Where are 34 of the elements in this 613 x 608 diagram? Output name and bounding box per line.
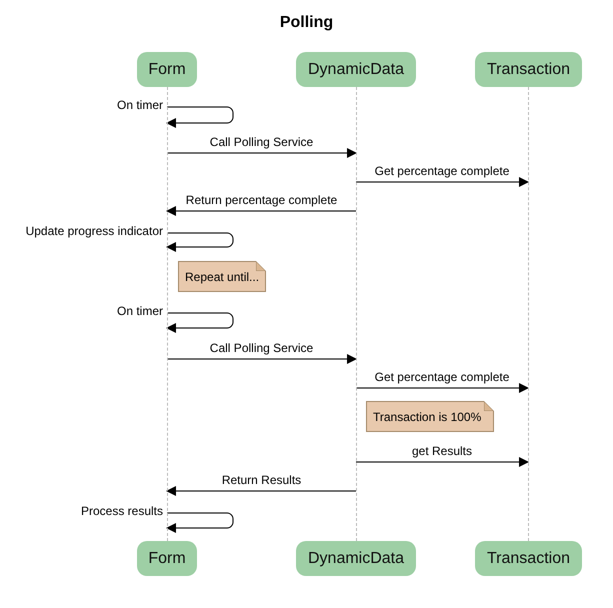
self-message-arrow <box>166 512 234 533</box>
lifeline <box>166 87 168 541</box>
lifeline <box>528 87 530 541</box>
message-arrow <box>166 148 357 158</box>
message-arrow <box>356 457 529 467</box>
participant-box: Transaction <box>475 52 582 87</box>
message-arrow <box>356 383 529 393</box>
message-arrow <box>166 206 356 216</box>
message-label: Update progress indicator <box>26 224 163 239</box>
message-label: Return percentage complete <box>186 193 338 208</box>
message-label: get Results <box>412 444 472 459</box>
self-message-arrow <box>166 232 234 252</box>
message-label: Process results <box>80 504 163 519</box>
participant-box: Transaction <box>475 541 582 576</box>
message-label: On timer <box>116 304 163 319</box>
message-label: Call Polling Service <box>210 341 314 356</box>
message-label: Get percentage complete <box>374 370 510 385</box>
message-arrow <box>166 354 357 364</box>
participant-box: DynamicData <box>296 52 416 87</box>
note-box: Transaction is 100% <box>366 401 494 432</box>
message-label: Call Polling Service <box>210 135 314 150</box>
participant-box: DynamicData <box>296 541 416 576</box>
participant-box: Form <box>137 52 197 87</box>
message-label: Return Results <box>222 473 302 488</box>
diagram-title: Polling <box>278 14 334 32</box>
message-arrow <box>166 486 356 496</box>
participant-box: Form <box>137 541 197 576</box>
message-arrow <box>356 177 529 187</box>
self-message-arrow <box>166 312 234 333</box>
message-label: Get percentage complete <box>374 164 510 179</box>
self-message-arrow <box>166 106 234 128</box>
note-box: Repeat until... <box>178 261 266 292</box>
lifeline <box>356 87 358 541</box>
message-label: On timer <box>116 98 163 113</box>
